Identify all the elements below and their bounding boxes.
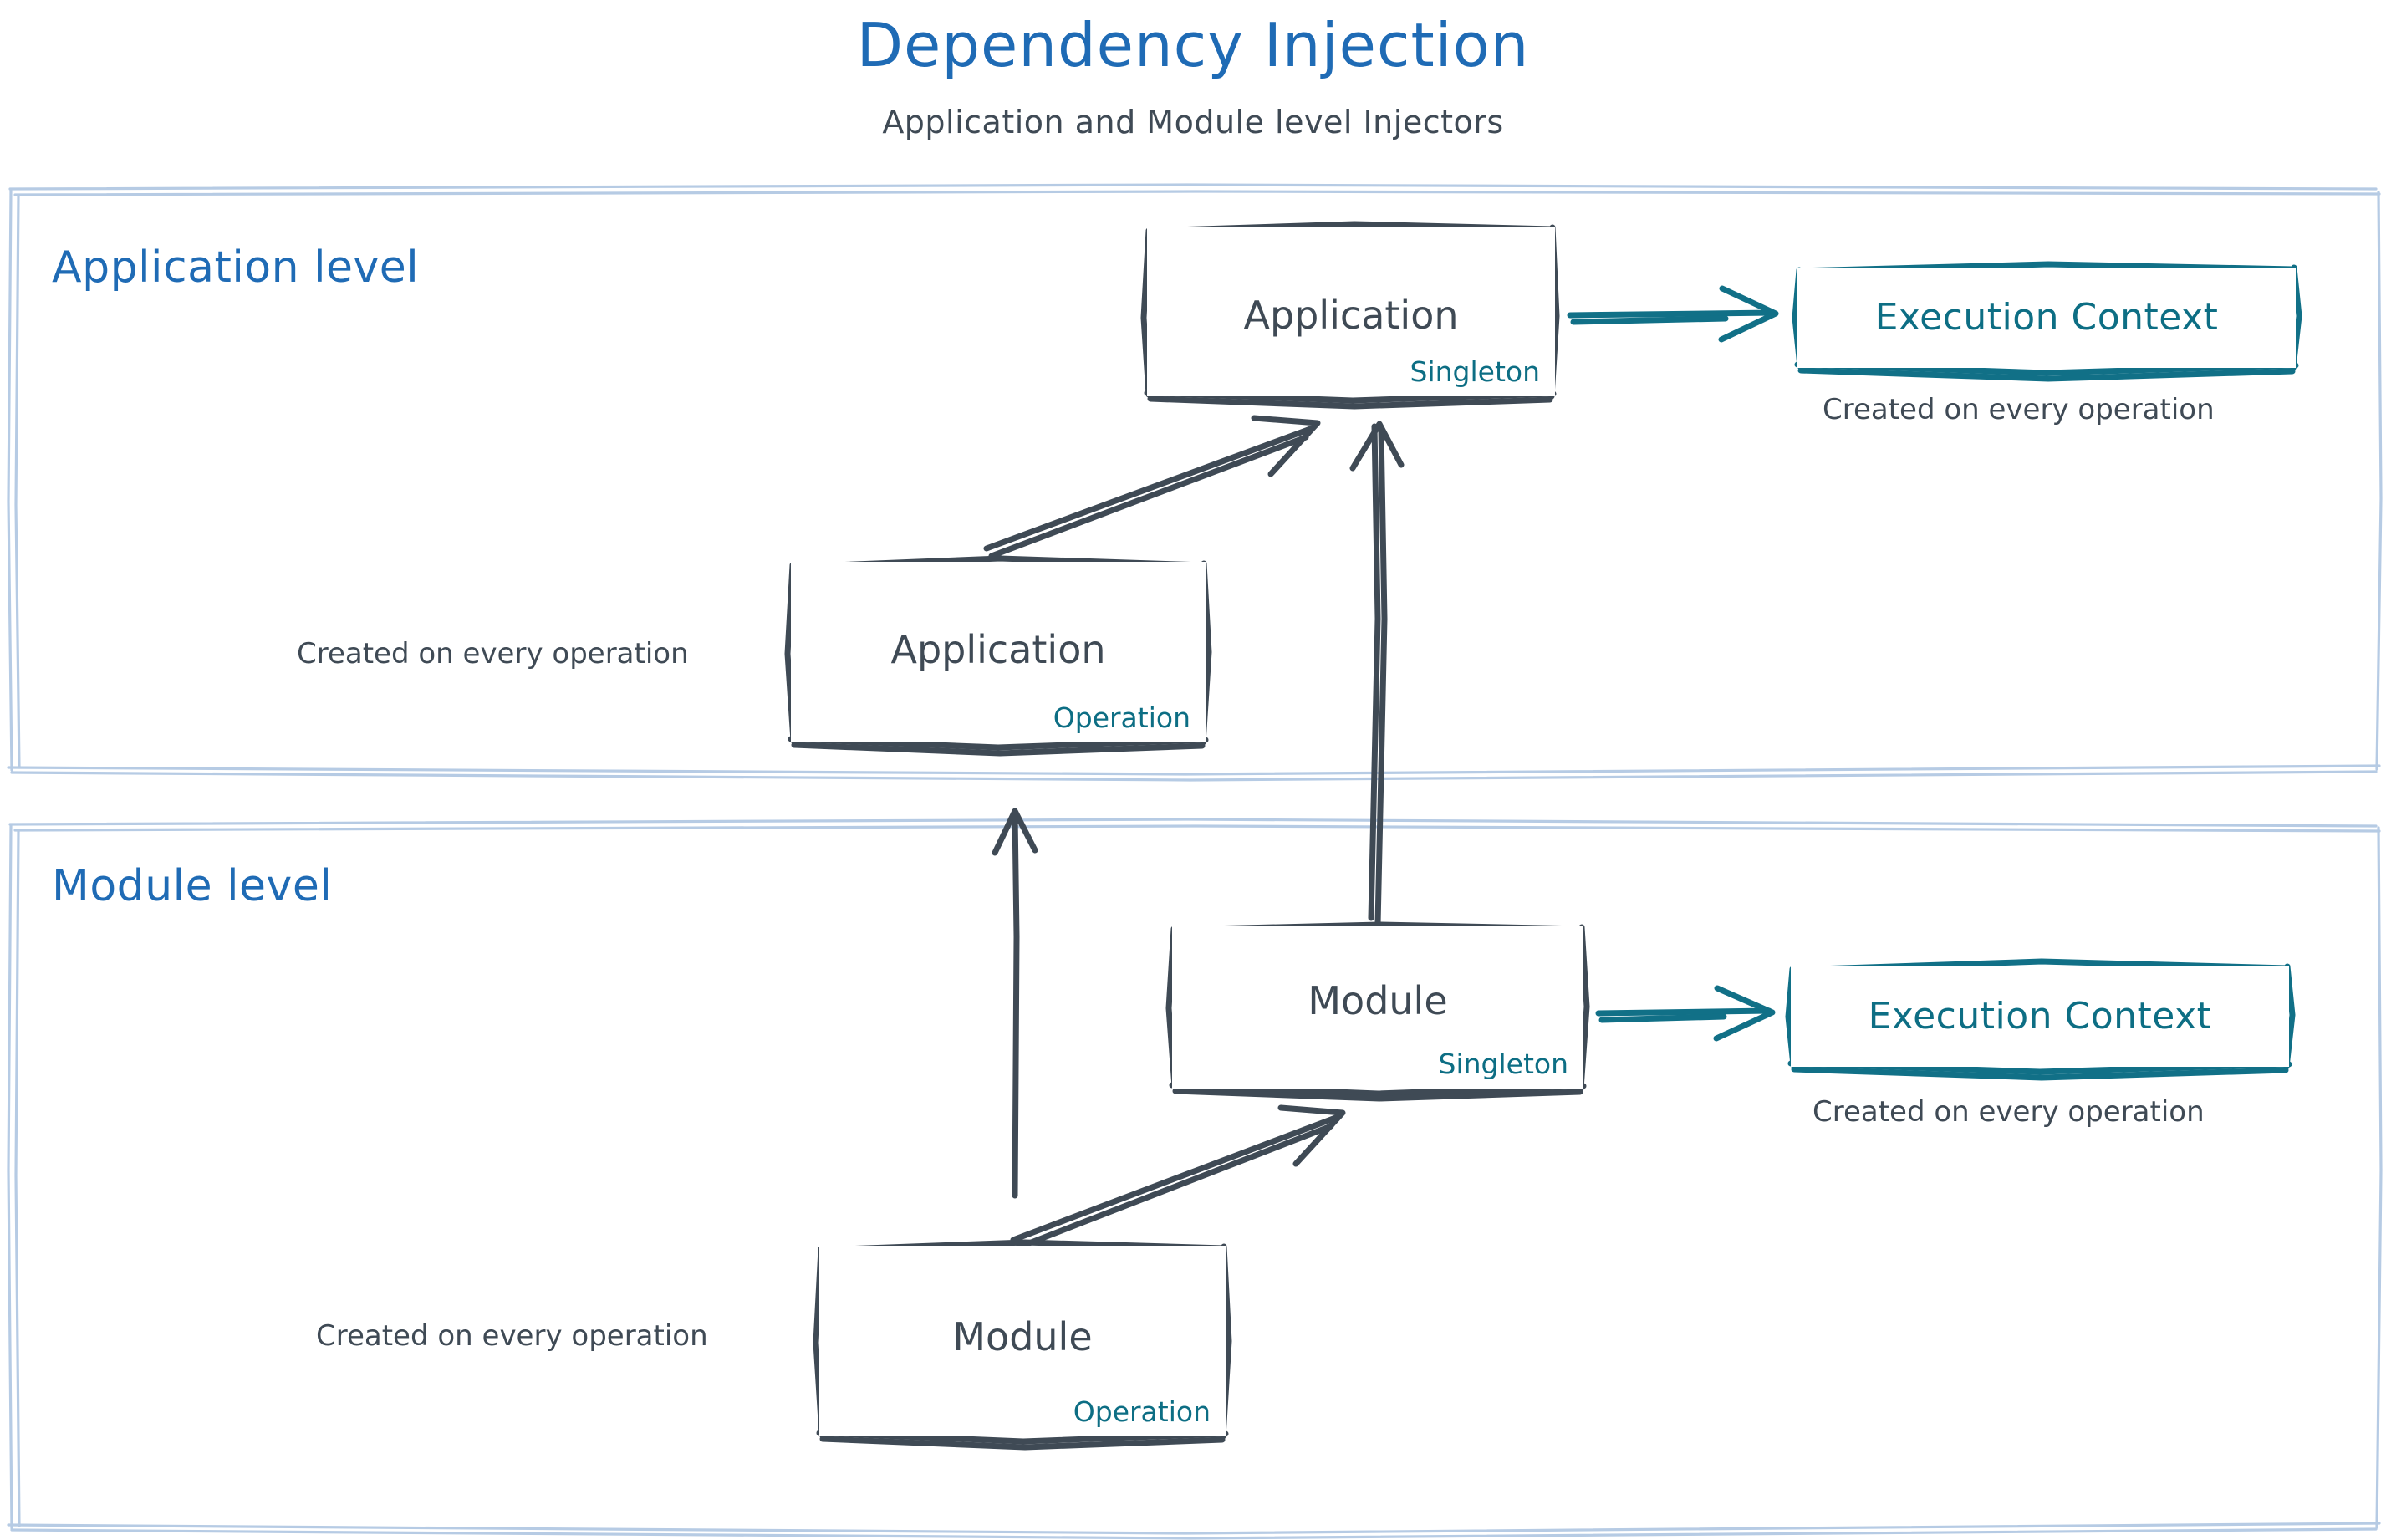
node-title: Application [1243,293,1459,338]
edge-app-singleton-to-execution-context [1567,285,1779,343]
node-module-operation[interactable]: Module Operation [819,1246,1226,1436]
note-module-execution-context: Created on every operation [1812,1095,2205,1129]
node-scope-badge: Singleton [1438,1048,1569,1080]
node-module-singleton[interactable]: Module Singleton [1172,926,1583,1089]
node-title: Application [890,627,1106,672]
edge-module-singleton-to-app-singleton [1349,421,1405,928]
page-subtitle: Application and Module level Injectors [882,104,1504,140]
module-level-label: Module level [52,861,333,911]
edge-module-operation-to-app-operation [992,808,1038,1199]
node-application-singleton[interactable]: Application Singleton [1147,227,1555,396]
node-title: Execution Context [1874,296,2219,339]
node-scope-badge: Operation [1053,701,1190,734]
node-title: Execution Context [1868,995,2212,1038]
edge-module-operation-to-module-singleton [1010,1104,1346,1251]
node-scope-badge: Operation [1073,1395,1211,1428]
node-title: Module [952,1314,1093,1359]
node-execution-context-application[interactable]: Execution Context [1797,268,2296,368]
edge-module-singleton-to-execution-context [1595,985,1776,1042]
note-module-operation: Created on every operation [316,1319,708,1353]
edge-app-operation-to-app-singleton [983,415,1321,559]
note-application-operation: Created on every operation [297,637,689,671]
page-title: Dependency Injection [856,10,1530,80]
node-application-operation[interactable]: Application Operation [791,562,1206,742]
note-application-execution-context: Created on every operation [1823,393,2215,426]
node-title: Module [1308,978,1448,1023]
node-scope-badge: Singleton [1410,355,1541,388]
application-level-label: Application level [52,242,420,293]
node-execution-context-module[interactable]: Execution Context [1791,966,2289,1067]
